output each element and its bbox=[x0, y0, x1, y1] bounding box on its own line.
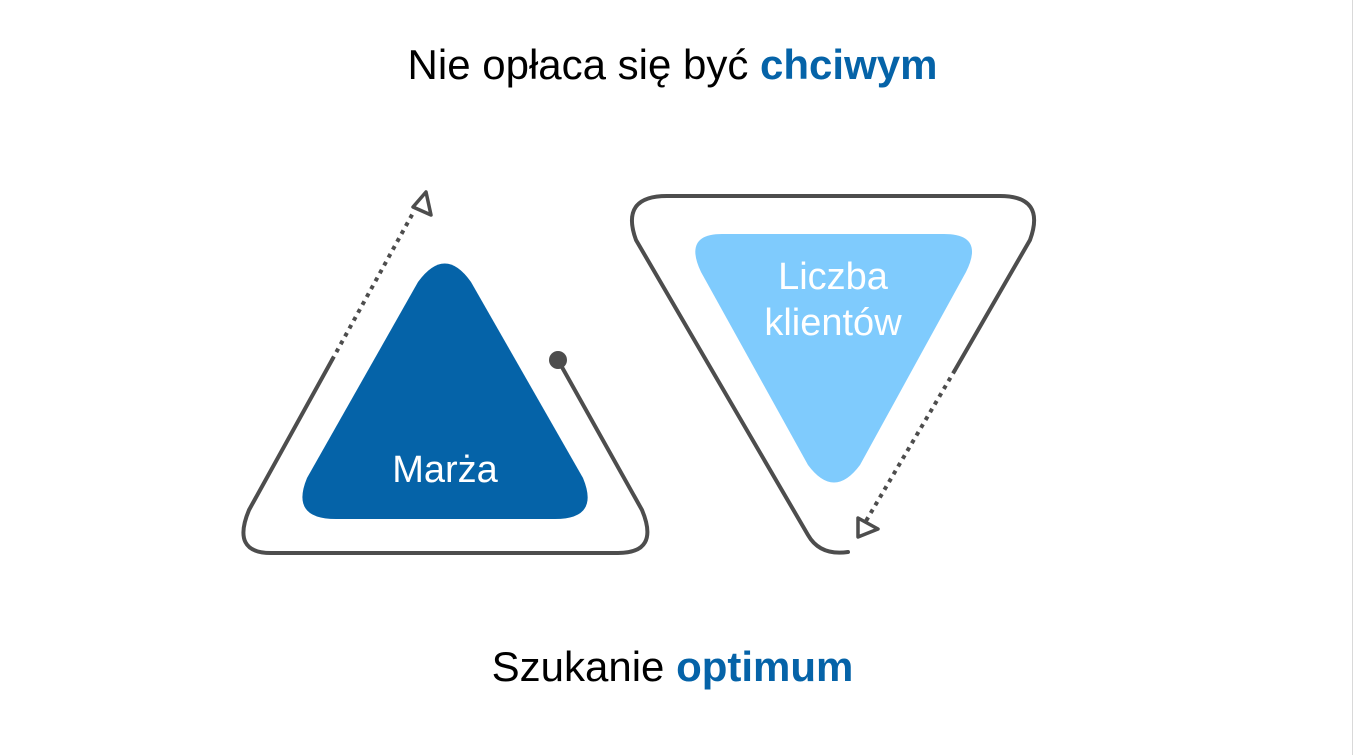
margin-label: Marża bbox=[392, 449, 498, 491]
slide-title: Nie opłaca się być chciwym bbox=[0, 40, 1350, 90]
slide-title-prefix: Nie opłaca się być bbox=[407, 41, 761, 88]
customers-outline-dotted bbox=[864, 368, 957, 523]
slide-edge-line bbox=[1352, 0, 1353, 755]
customers-triangle bbox=[695, 234, 973, 483]
margin-cycle bbox=[241, 190, 650, 555]
slide-subtitle-highlight: optimum bbox=[676, 643, 854, 690]
customers-outline-solid bbox=[630, 194, 1037, 555]
margin-outline-dotted bbox=[330, 212, 415, 361]
customers-label: Liczba klientów bbox=[733, 254, 933, 346]
slide-subtitle-prefix: Szukanie bbox=[491, 643, 677, 690]
customers-arrowhead-icon bbox=[856, 516, 880, 539]
slide-subtitle: Szukanie optimum bbox=[0, 642, 1350, 692]
customers-cycle bbox=[630, 194, 1037, 555]
margin-arrowhead-icon bbox=[411, 190, 433, 217]
customers-label-line1: Liczba bbox=[778, 256, 888, 298]
slide-title-highlight: chciwym bbox=[760, 41, 938, 88]
customers-label-line2: klientów bbox=[764, 302, 902, 344]
margin-triangle bbox=[302, 263, 588, 519]
margin-start-dot-icon bbox=[549, 351, 567, 369]
margin-outline-solid bbox=[241, 358, 650, 555]
